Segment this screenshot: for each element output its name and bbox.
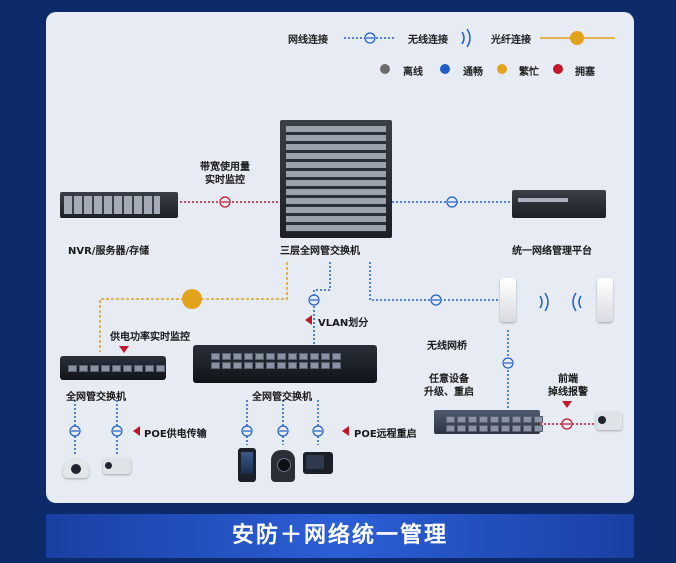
bullet-camera-right[interactable] [596,412,622,430]
core-switch-label: 三层全网管交换机 [280,246,360,257]
wireless-bridge-left[interactable] [500,278,516,322]
left-switch-device[interactable] [60,356,166,380]
legend-wired: 网线连接 [288,35,328,46]
right-switch-device[interactable] [434,410,543,434]
center-switch-label: 全网管交换机 [252,392,312,403]
vlan-arrow-icon [305,315,312,325]
power-annotation: 供电功率实时监控 [110,332,190,343]
upgrade-reboot-note: 任意设备 升级、重启 [424,374,474,398]
nvr-label: NVR/服务器/存储 [68,246,150,257]
bandwidth-annotation: 带宽使用量 实时监控 [200,162,250,186]
status-busy-label: 繁忙 [519,67,539,78]
status-busy-dot [497,64,507,74]
center-switch-device[interactable] [193,345,377,383]
ptz-camera[interactable] [271,450,295,482]
front-alarm-note: 前端 掉线报警 [548,374,588,398]
wireless-bridge-right[interactable] [597,278,613,322]
footer-title: 安防＋网络统一管理 [46,514,634,558]
core-switch-device[interactable] [280,120,392,238]
legend-wireless: 无线连接 [408,35,448,46]
nvr-device[interactable] [60,192,178,218]
status-congested-dot [553,64,563,74]
poe-reboot-annotation: POE远程重启 [354,429,417,440]
dome-camera[interactable] [63,458,89,478]
poe-transfer-arrow-icon [133,426,140,436]
status-congested-label: 拥塞 [575,67,595,78]
left-switch-label: 全网管交换机 [66,392,126,403]
legend-fiber: 光纤连接 [491,35,531,46]
poe-transfer-annotation: POE供电传输 [144,429,207,440]
platform-device[interactable] [512,190,606,218]
bullet-camera-left[interactable] [103,458,131,474]
status-offline-dot [380,64,390,74]
face-terminal[interactable] [238,448,256,482]
platform-label: 统一网络管理平台 [512,246,592,257]
bridge-label: 无线网桥 [427,341,467,352]
status-offline-label: 离线 [403,67,423,78]
alarm-arrow-icon [562,401,572,408]
status-smooth-dot [440,64,450,74]
access-panel[interactable] [303,452,333,474]
power-arrow-icon [119,346,129,353]
poe-reboot-arrow-icon [342,426,349,436]
vlan-annotation: VLAN划分 [318,318,369,329]
status-smooth-label: 通畅 [463,67,483,78]
